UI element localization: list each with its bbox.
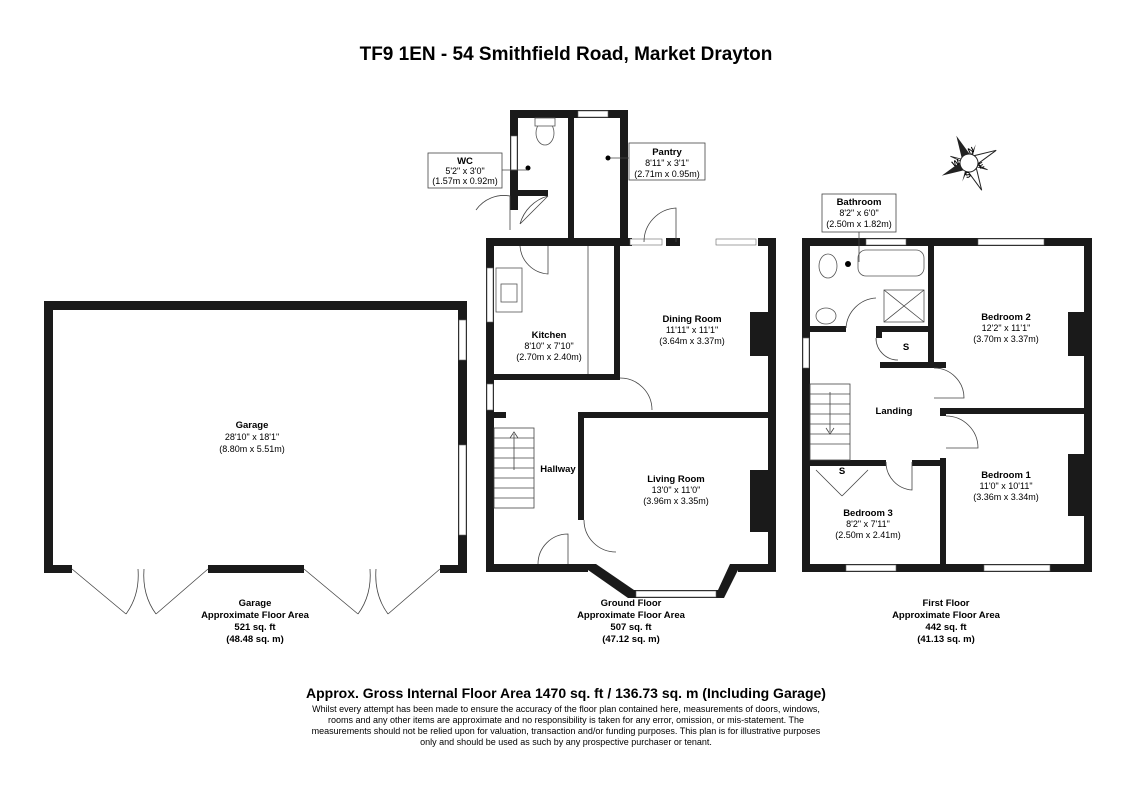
bedroom-2-dimensions-metric: (3.70m x 3.37m) bbox=[973, 334, 1039, 344]
bedroom-2-label: Bedroom 2 bbox=[981, 312, 1031, 323]
bedroom-1-dimensions-metric: (3.36m x 3.34m) bbox=[973, 492, 1039, 502]
first-floor-area-sqm: (41.13 sq. m) bbox=[917, 634, 975, 645]
garage-dimensions-metric: (8.80m x 5.51m) bbox=[219, 444, 285, 454]
compass-s: S bbox=[964, 170, 973, 181]
bedroom-3-store-label: S bbox=[839, 466, 845, 477]
wc-label: WC bbox=[457, 156, 473, 167]
ground-floor-area-sqm: (47.12 sq. m) bbox=[602, 634, 660, 645]
compass-w: W bbox=[950, 157, 961, 169]
first-floor-area-sqft: 442 sq. ft bbox=[925, 622, 967, 633]
first-floor-stairs bbox=[809, 383, 851, 461]
pantry-label: Pantry bbox=[652, 147, 682, 158]
bedroom-2-dimensions-imperial: 12'2" x 11'1" bbox=[982, 323, 1031, 333]
garage-area-title: Garage bbox=[239, 598, 272, 609]
ground-floor-stairs bbox=[493, 427, 535, 509]
garage-window bbox=[458, 444, 467, 536]
living-room-dimensions-imperial: 13'0" x 11'0" bbox=[652, 485, 701, 495]
bathroom-label: Bathroom bbox=[837, 197, 882, 208]
garage-door bbox=[71, 568, 209, 615]
compass-e: E bbox=[977, 160, 986, 171]
ground-floor-area-title: Ground Floor bbox=[601, 598, 662, 609]
dining-room-dimensions-metric: (3.64m x 3.37m) bbox=[659, 336, 725, 346]
wc-dimensions-imperial: 5'2" x 3'0" bbox=[445, 166, 484, 176]
garage-door bbox=[303, 568, 441, 615]
bedroom-1-label: Bedroom 1 bbox=[981, 470, 1031, 481]
compass-rose-icon: N E S W bbox=[941, 135, 997, 191]
bathroom-dimensions-metric: (2.50m x 1.82m) bbox=[826, 219, 892, 229]
store-label: S bbox=[903, 342, 909, 353]
landing-label: Landing bbox=[876, 406, 913, 417]
bedroom-3-label: Bedroom 3 bbox=[843, 508, 893, 519]
bedroom-3-dimensions-metric: (2.50m x 2.41m) bbox=[835, 530, 901, 540]
compass-n: N bbox=[966, 145, 975, 156]
bathroom-callout bbox=[821, 193, 897, 233]
bedroom-3-dimensions-imperial: 8'2" x 7'11" bbox=[846, 519, 890, 529]
living-room-label: Living Room bbox=[647, 474, 705, 485]
wc-callout bbox=[427, 152, 503, 189]
disclaimer-line: Whilst every attempt has been made to en… bbox=[312, 704, 820, 714]
disclaimer-line: only and should be used as such by any p… bbox=[420, 737, 712, 747]
first-floor-area-subtitle: Approximate Floor Area bbox=[892, 610, 1001, 621]
hallway-label: Hallway bbox=[540, 464, 576, 475]
wc-dimensions-metric: (1.57m x 0.92m) bbox=[432, 176, 498, 186]
ground-floor-area-sqft: 507 sq. ft bbox=[610, 622, 652, 633]
bathroom-dimensions-imperial: 8'2" x 6'0" bbox=[839, 208, 878, 218]
pantry-callout bbox=[628, 142, 706, 181]
garage-label: Garage bbox=[236, 420, 269, 431]
pantry-dimensions-metric: (2.71m x 0.95m) bbox=[634, 169, 700, 179]
disclaimer-line: rooms and any other items are approximat… bbox=[328, 715, 804, 725]
dining-room-label: Dining Room bbox=[662, 314, 721, 325]
garage-area-sqft: 521 sq. ft bbox=[234, 622, 276, 633]
ground-floor-structure bbox=[475, 110, 776, 598]
kitchen-dimensions-imperial: 8'10" x 7'10" bbox=[524, 341, 573, 351]
garage-window bbox=[458, 319, 467, 361]
dining-room-dimensions-imperial: 11'11" x 11'1" bbox=[666, 325, 718, 335]
ground-floor-area-subtitle: Approximate Floor Area bbox=[577, 610, 686, 621]
first-floor-area-title: First Floor bbox=[923, 598, 970, 609]
disclaimer-line: measurements should not be relied upon f… bbox=[312, 726, 821, 736]
pantry-dimensions-imperial: 8'11" x 3'1" bbox=[645, 158, 689, 168]
page-title: TF9 1EN - 54 Smithfield Road, Market Dra… bbox=[360, 44, 773, 65]
gross-floor-area: Approx. Gross Internal Floor Area 1470 s… bbox=[306, 685, 826, 701]
living-room-dimensions-metric: (3.96m x 3.35m) bbox=[643, 496, 709, 506]
garage-area-subtitle: Approximate Floor Area bbox=[201, 610, 310, 621]
garage-area-sqm: (48.48 sq. m) bbox=[226, 634, 284, 645]
garage-dimensions-imperial: 28'10" x 18'1" bbox=[225, 432, 279, 442]
kitchen-label: Kitchen bbox=[532, 330, 567, 341]
kitchen-dimensions-metric: (2.70m x 2.40m) bbox=[516, 352, 582, 362]
first-floor-structure bbox=[802, 238, 1092, 572]
bedroom-1-dimensions-imperial: 11'0" x 10'11" bbox=[979, 481, 1032, 491]
garage-structure bbox=[44, 301, 467, 615]
